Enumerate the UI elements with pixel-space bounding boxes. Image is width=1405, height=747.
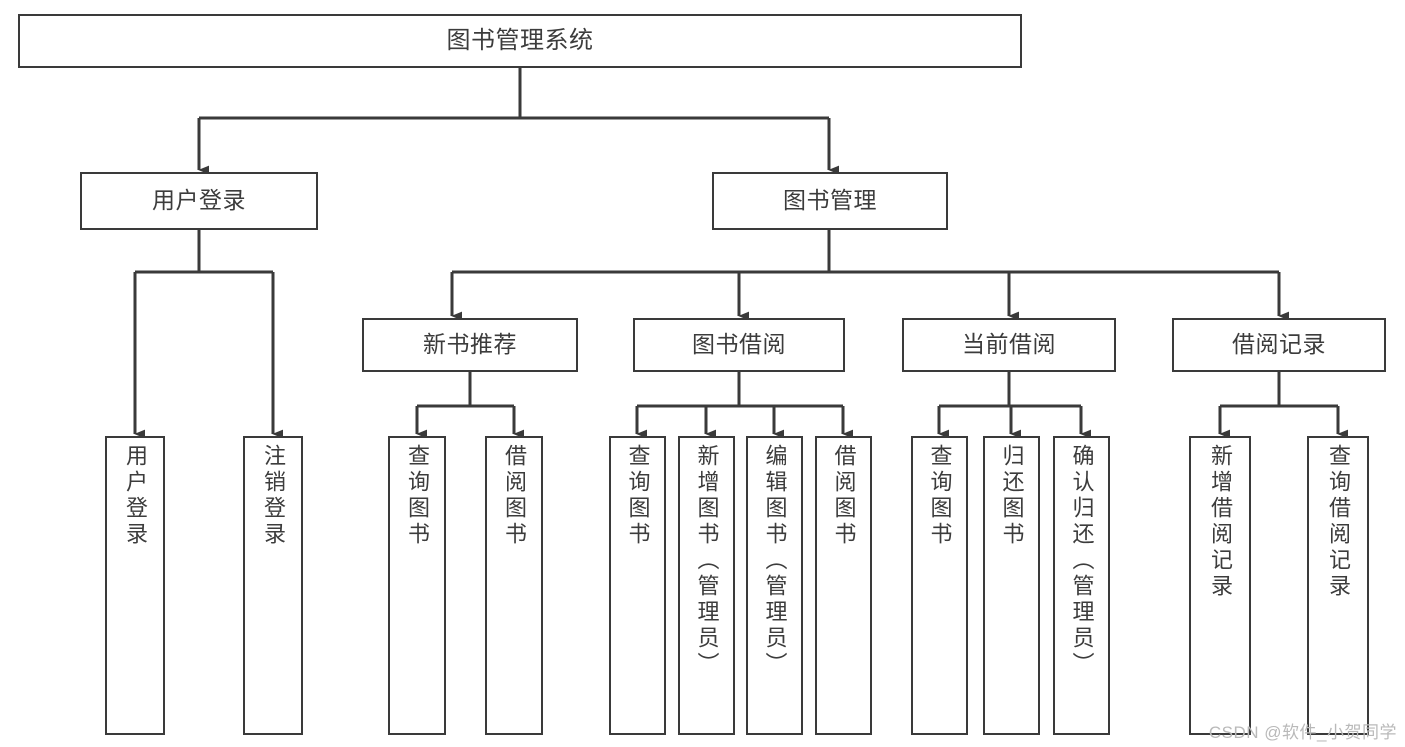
node-leaf-add-book-admin[interactable]: 新增图书（管理员） [678, 436, 735, 735]
node-leaf-borrow-book-2[interactable]: 借阅图书 [815, 436, 872, 735]
node-borrow-record[interactable]: 借阅记录 [1172, 318, 1386, 372]
node-root-label: 图书管理系统 [446, 26, 594, 54]
node-leaf-return-book[interactable]: 归还图书 [983, 436, 1040, 735]
node-borrow-record-label: 借阅记录 [1232, 331, 1326, 358]
node-book-borrow[interactable]: 图书借阅 [633, 318, 845, 372]
node-leaf-return-book-label: 归还图书 [999, 444, 1025, 548]
node-leaf-confirm-return-label: 确认归还（管理员） [1069, 444, 1095, 678]
node-leaf-query-book-3[interactable]: 查询图书 [911, 436, 968, 735]
node-user-login[interactable]: 用户登录 [80, 172, 318, 230]
node-leaf-logout-label: 注销登录 [261, 444, 286, 548]
node-leaf-query-book-1-label: 查询图书 [405, 444, 430, 548]
node-leaf-query-record[interactable]: 查询借阅记录 [1307, 436, 1369, 735]
node-leaf-user-login[interactable]: 用户登录 [105, 436, 165, 735]
node-leaf-query-book-1[interactable]: 查询图书 [388, 436, 446, 735]
node-current-borrow[interactable]: 当前借阅 [902, 318, 1116, 372]
node-leaf-add-book-admin-label: 新增图书（管理员） [694, 444, 720, 678]
node-leaf-confirm-return[interactable]: 确认归还（管理员） [1053, 436, 1110, 735]
node-book-borrow-label: 图书借阅 [692, 331, 786, 358]
node-leaf-edit-book-admin-label: 编辑图书（管理员） [762, 444, 788, 678]
node-leaf-query-book-2-label: 查询图书 [625, 444, 651, 548]
node-leaf-query-book-2[interactable]: 查询图书 [609, 436, 666, 735]
node-leaf-query-record-label: 查询借阅记录 [1326, 444, 1351, 600]
node-leaf-query-book-3-label: 查询图书 [927, 444, 953, 548]
node-user-login-label: 用户登录 [152, 187, 246, 214]
node-leaf-add-record-label: 新增借阅记录 [1208, 444, 1233, 600]
node-leaf-borrow-book-1-label: 借阅图书 [502, 444, 527, 548]
node-leaf-edit-book-admin[interactable]: 编辑图书（管理员） [746, 436, 803, 735]
node-leaf-logout[interactable]: 注销登录 [243, 436, 303, 735]
node-book-manage-label: 图书管理 [783, 187, 877, 214]
node-root[interactable]: 图书管理系统 [18, 14, 1022, 68]
node-leaf-user-login-label: 用户登录 [123, 444, 148, 548]
node-new-book-recommend[interactable]: 新书推荐 [362, 318, 578, 372]
node-new-book-recommend-label: 新书推荐 [423, 331, 517, 358]
node-current-borrow-label: 当前借阅 [962, 331, 1056, 358]
node-leaf-borrow-book-1[interactable]: 借阅图书 [485, 436, 543, 735]
node-leaf-add-record[interactable]: 新增借阅记录 [1189, 436, 1251, 735]
node-book-manage[interactable]: 图书管理 [712, 172, 948, 230]
node-leaf-borrow-book-2-label: 借阅图书 [831, 444, 857, 548]
csdn-watermark: CSDN @软件_小贺同学 [1208, 723, 1397, 742]
